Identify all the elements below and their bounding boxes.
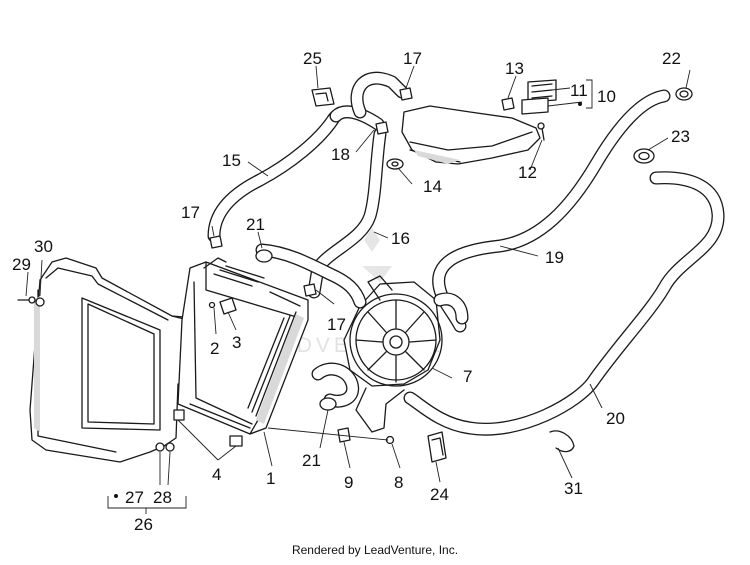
callout-17: 17 — [181, 203, 200, 222]
callout-29: 29 — [12, 255, 31, 274]
clamp-23 — [633, 148, 655, 164]
callout-20: 20 — [606, 409, 625, 428]
callout-21: 21 — [302, 451, 321, 470]
hose-21-lower — [311, 362, 360, 408]
callout-4: 4 — [212, 465, 221, 484]
washer-30 — [35, 297, 45, 307]
radiator-shroud — [29, 257, 201, 463]
callout-3: 3 — [232, 333, 241, 352]
clamp-21-upper — [255, 249, 273, 263]
callout-16: 16 — [391, 229, 410, 248]
hose-18 — [329, 71, 409, 131]
tank-cap-11 — [521, 79, 557, 115]
callout-7: 7 — [463, 367, 472, 386]
clip-17-left — [209, 235, 223, 249]
callout-1: 1 — [266, 469, 275, 488]
callout-28: 28 — [153, 488, 172, 507]
expansion-tank — [401, 105, 541, 165]
callout-19: 19 — [545, 248, 564, 267]
callout-2: 2 — [210, 339, 219, 358]
hose-16 — [307, 127, 387, 299]
callout-9: 9 — [344, 473, 353, 492]
callout-12: 12 — [518, 163, 537, 182]
callout-23: 23 — [671, 127, 690, 146]
clip-13 — [501, 97, 515, 111]
clamp-24 — [427, 431, 447, 463]
callout-22: 22 — [662, 49, 681, 68]
reference-dot — [114, 494, 118, 498]
callout-26: 26 — [134, 515, 153, 534]
grommet-14 — [386, 158, 404, 170]
hose-stub — [433, 292, 469, 325]
clip-18 — [375, 121, 389, 135]
callout-8: 8 — [394, 473, 403, 492]
callout-10: 10 — [597, 87, 616, 106]
callout-21: 21 — [246, 215, 265, 234]
fan-assembly — [343, 275, 443, 433]
bracket-3 — [208, 297, 237, 315]
hose-21-upper — [255, 243, 367, 309]
callout-11: 11 — [570, 81, 588, 100]
hose-20 — [403, 171, 725, 436]
leader-lines — [25, 65, 691, 514]
clip-9 — [337, 427, 351, 443]
callouts: 25 17 13 11 10 22 23 12 14 15 18 16 19 1… — [12, 49, 690, 534]
radiator — [177, 257, 309, 435]
screw-29 — [17, 296, 36, 304]
reference-dot — [578, 102, 582, 106]
callout-17: 17 — [403, 49, 422, 68]
callout-13: 13 — [505, 59, 524, 78]
rubber-mount-4 — [173, 409, 243, 447]
callout-24: 24 — [430, 485, 449, 504]
footer-credit: Rendered by LeadVenture, Inc. — [291, 543, 459, 557]
callout-27: 27 — [125, 488, 144, 507]
callout-15: 15 — [222, 151, 241, 170]
callout-31: 31 — [564, 479, 583, 498]
callout-18: 18 — [331, 145, 350, 164]
callout-25: 25 — [303, 49, 322, 68]
clamp-22 — [675, 87, 693, 101]
callout-30: 30 — [34, 237, 53, 256]
bracket-25 — [311, 87, 335, 107]
callout-14: 14 — [423, 177, 442, 196]
hose-15 — [207, 111, 341, 243]
washer-27-28 — [155, 442, 175, 452]
clip-17-top — [399, 87, 413, 101]
clamp-21-lower — [319, 397, 337, 411]
screw-12 — [537, 122, 545, 141]
callout-17: 17 — [327, 315, 346, 334]
clip-17-mid — [303, 283, 317, 297]
clamp-31 — [549, 430, 575, 453]
